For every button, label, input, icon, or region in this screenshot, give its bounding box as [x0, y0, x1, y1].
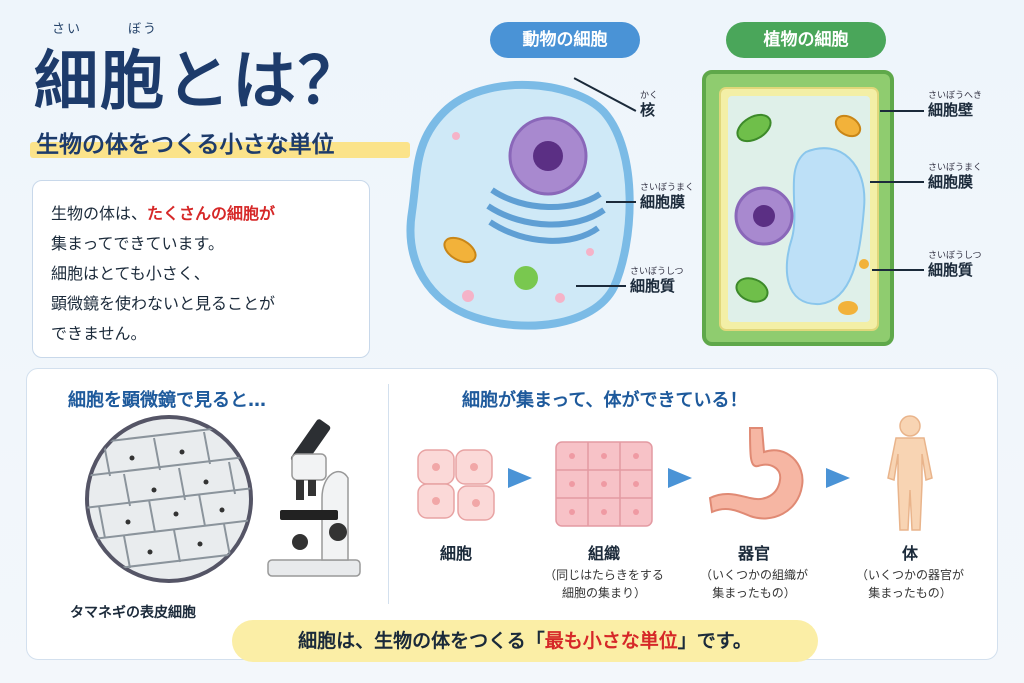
human-body-illustration [887, 415, 933, 531]
animal-nucleus-label: 核 [640, 101, 656, 119]
animal-cytoplasm-ruby: さいぼうしつ [630, 267, 684, 277]
intro-line5: できません。 [51, 324, 147, 343]
step-organ-note2: 集まったもの） [712, 586, 796, 600]
page-title: 細胞とは？ [34, 45, 364, 119]
plant-membrane-leader [870, 181, 924, 183]
tissue-illustration [555, 441, 653, 527]
plant-cytoplasm-leader [872, 269, 924, 271]
bottom-divider [388, 384, 389, 604]
plant-cytoplasm-label: 細胞質 [928, 261, 974, 279]
flow-arrow-2 [668, 468, 692, 488]
page-subtitle: 生物の体をつくる小さな単位 [36, 132, 335, 158]
onion-caption: タマネギの表皮細胞 [70, 605, 196, 621]
cells-illustration [417, 449, 495, 521]
step-tissue-note2: 細胞の集まり） [561, 586, 646, 600]
step-body-note2: 集まったもの） [868, 586, 952, 600]
summary-emphasis: 最も小さな単位 [544, 630, 678, 652]
step-body-note1: （いくつかの器官が [855, 568, 964, 582]
animal-cell-illustration [406, 81, 634, 330]
plant-wall-ruby: さいぼうへき [928, 91, 983, 101]
microscope-icon [267, 419, 361, 577]
intro-line4: 顕微鏡を使わないと見ることが [51, 294, 276, 313]
plant-membrane-ruby: さいぼうまく [928, 163, 983, 173]
step-organ-label: 器官 [737, 544, 770, 563]
summary-part1: 細胞は、生物の体をつくる「 [298, 630, 545, 652]
step-cell-label: 細胞 [439, 544, 472, 563]
stomach-illustration [708, 427, 804, 520]
onion-cells-view [85, 415, 253, 583]
intro-line3: 細胞はとても小さく、 [51, 264, 210, 283]
animal-membrane-leader [606, 201, 636, 203]
animal-cell-heading: 動物の細胞 [490, 22, 640, 58]
intro-line2: 集まってできています。 [51, 234, 224, 253]
animal-nucleus-ruby: かく [640, 91, 659, 101]
title-ruby-bou: ぼう [128, 22, 159, 37]
animal-membrane-label: 細胞膜 [640, 193, 686, 211]
plant-membrane-label: 細胞膜 [928, 173, 974, 191]
step-body-label: 体 [901, 544, 918, 563]
flow-heading: 細胞が集まって、体ができている！ [462, 390, 748, 411]
animal-membrane-ruby: さいぼうまく [640, 183, 695, 193]
animal-cytoplasm-leader [576, 285, 626, 287]
plant-cell-illustration [702, 70, 894, 346]
intro-line1-a: 生物の体は、 [51, 204, 148, 223]
step-tissue-label: 組織 [587, 544, 620, 563]
title-ruby-sai: さい [52, 22, 83, 37]
plant-wall-label: 細胞壁 [928, 101, 974, 119]
step-tissue-note1: （同じはたらきをする [544, 568, 664, 582]
flow-arrow-1 [508, 468, 532, 488]
subtitle-highlight [30, 142, 410, 158]
plant-cell-heading: 植物の細胞 [726, 22, 886, 58]
plant-cytoplasm-ruby: さいぼうしつ [928, 251, 982, 261]
animal-cytoplasm-label: 細胞質 [630, 277, 676, 295]
summary-banner: 細胞は、生物の体をつくる「最も小さな単位」です。 [232, 620, 818, 662]
intro-box: 生物の体は、たくさんの細胞が 集まってできています。 細胞はとても小さく、 顕微… [32, 180, 370, 358]
flow-arrow-3 [826, 468, 850, 488]
microscope-heading: 細胞を顕微鏡で見ると… [68, 390, 266, 411]
summary-part3: 」です。 [677, 630, 752, 652]
intro-line1-emphasis: たくさんの細胞が [147, 204, 276, 223]
plant-wall-leader [880, 110, 924, 112]
step-organ-note1: （いくつかの組織が [699, 568, 808, 582]
